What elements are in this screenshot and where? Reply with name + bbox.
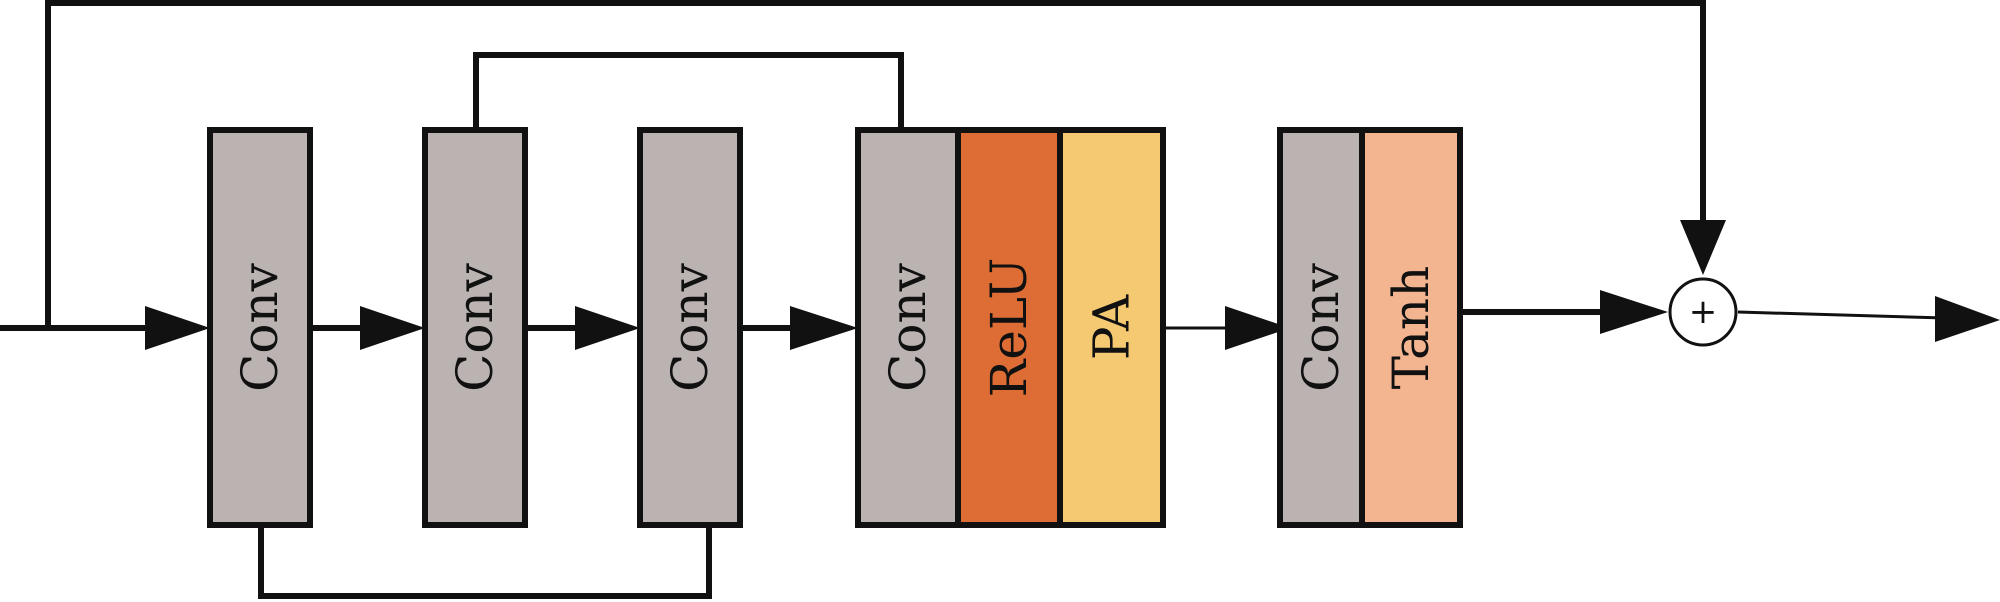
relu-block bbox=[955, 127, 1063, 528]
skip-connection-top bbox=[473, 52, 904, 130]
arrow-conv3-conv4-head bbox=[790, 306, 858, 350]
conv2-block bbox=[422, 127, 528, 528]
sum-node-symbol: + bbox=[1689, 292, 1718, 332]
conv1-label: Conv bbox=[231, 262, 289, 392]
conv5-block bbox=[1277, 127, 1365, 528]
conv4-label: Conv bbox=[879, 262, 937, 392]
pa-block bbox=[1057, 127, 1166, 528]
global-skip-connection bbox=[45, 0, 1706, 328]
relu-label: ReLU bbox=[980, 258, 1038, 398]
conv2-label: Conv bbox=[446, 262, 504, 392]
output-arrowhead bbox=[1935, 296, 2000, 342]
output-line bbox=[1737, 310, 1946, 320]
blocks-layer: Conv Conv Conv Conv ReLU PA Conv Tanh bbox=[207, 127, 1463, 528]
global-skip-arrowhead bbox=[1680, 220, 1726, 275]
tanh-block bbox=[1359, 127, 1463, 528]
tanh-label: Tanh bbox=[1382, 266, 1440, 390]
pa-label: PA bbox=[1083, 294, 1141, 360]
arrow-tanh-sum-head bbox=[1600, 290, 1668, 334]
conv3-block bbox=[637, 127, 743, 528]
arrow-conv2-conv3-head bbox=[575, 306, 640, 350]
conv3-label: Conv bbox=[661, 262, 719, 392]
sum-node bbox=[1668, 277, 1738, 347]
arrow-pa-conv5-head bbox=[1225, 306, 1290, 350]
conv5-label: Conv bbox=[1292, 262, 1350, 392]
conv1-block bbox=[207, 127, 313, 528]
skip-connection-bottom bbox=[258, 525, 712, 599]
arrow-conv1-conv2-head bbox=[360, 306, 425, 350]
input-arrowhead bbox=[145, 306, 210, 350]
